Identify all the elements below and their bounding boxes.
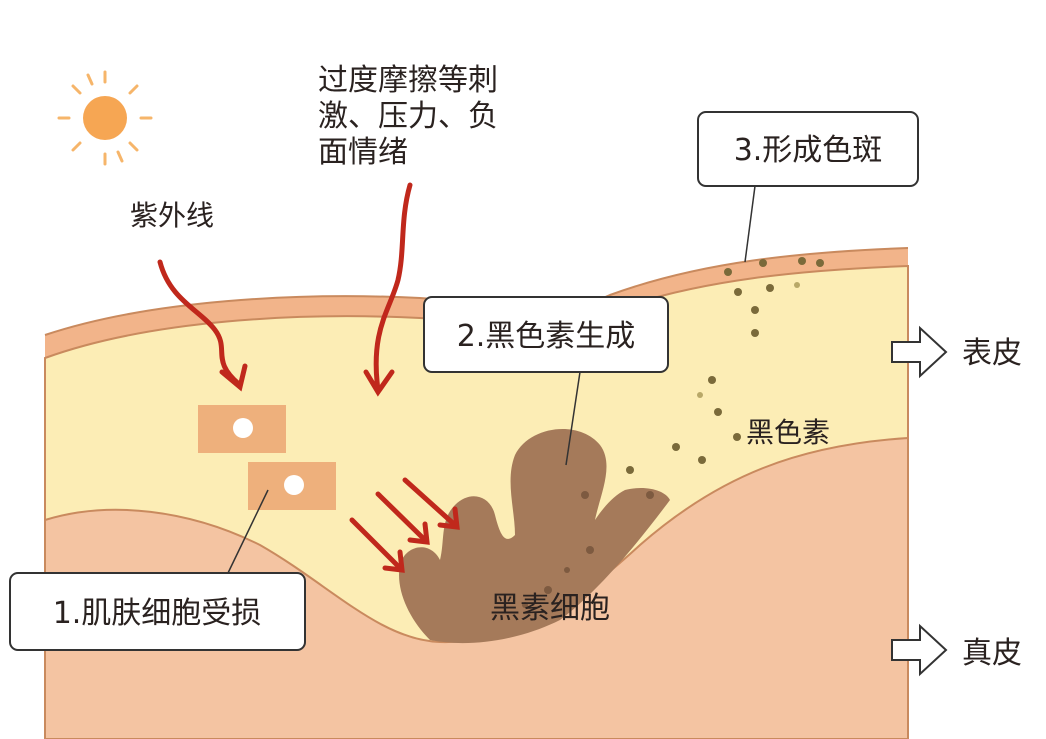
svg-text:3.形成色斑: 3.形成色斑 bbox=[734, 133, 883, 168]
step2-callout: 2.黑色素生成 bbox=[423, 296, 669, 373]
arrow-right-icon bbox=[891, 623, 948, 677]
stimulus-label-line3: 面情绪 bbox=[318, 135, 408, 170]
arrow-right-icon bbox=[891, 325, 948, 379]
step3-callout: 3.形成色斑 bbox=[697, 111, 919, 187]
svg-text:真皮: 真皮 bbox=[962, 636, 1022, 671]
epidermis-pointer: 表皮 bbox=[891, 325, 1022, 379]
red-arrows bbox=[157, 182, 460, 573]
dermis-pointer: 真皮 bbox=[891, 623, 1022, 677]
stimulus-label-line1: 过度摩擦等刺 bbox=[318, 63, 498, 98]
svg-text:表皮: 表皮 bbox=[962, 336, 1022, 371]
stimulus-label-line2: 激、压力、负 bbox=[318, 99, 498, 134]
sun-icon bbox=[57, 70, 153, 166]
melanin-dots bbox=[626, 257, 824, 474]
melanin-label: 黑色素 bbox=[746, 416, 830, 449]
melanocyte-granules bbox=[522, 491, 654, 608]
melanocyte-label: 黑素细胞 bbox=[490, 591, 610, 626]
damaged-skin-cell bbox=[198, 405, 286, 453]
melanocyte-cell bbox=[399, 428, 670, 644]
uv-label: 紫外线 bbox=[130, 199, 214, 232]
svg-text:2.黑色素生成: 2.黑色素生成 bbox=[457, 319, 636, 354]
svg-text:1.肌肤细胞受损: 1.肌肤细胞受损 bbox=[53, 596, 262, 631]
leader-lines bbox=[227, 185, 756, 574]
step1-callout: 1.肌肤细胞受损 bbox=[9, 572, 306, 651]
